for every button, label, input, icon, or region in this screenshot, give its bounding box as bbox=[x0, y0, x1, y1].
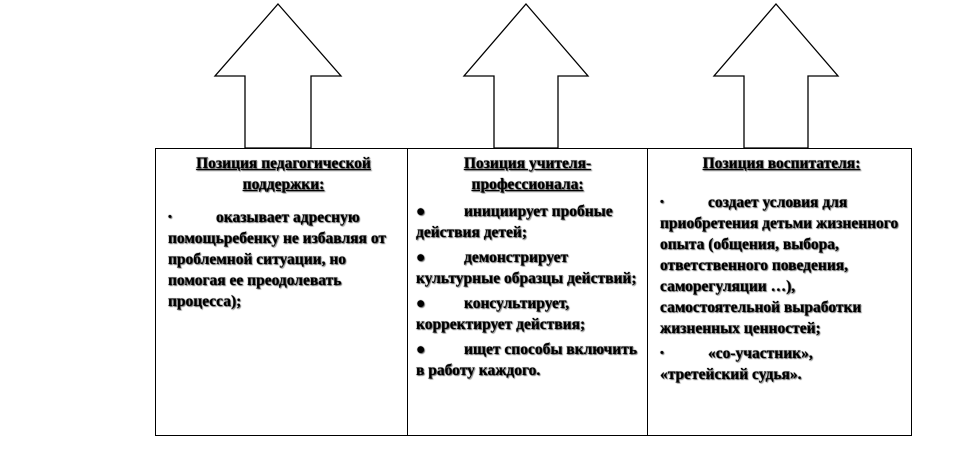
column-heading: Позиция учителя-профессионала: bbox=[463, 155, 592, 193]
item-text: консультирует, корректирует действия; bbox=[416, 295, 586, 333]
column-heading: Позиция педагогической поддержки: bbox=[196, 155, 371, 193]
bullet-icon: ● bbox=[416, 295, 426, 312]
item-text: ищет способы включить в работу каждого. bbox=[416, 341, 638, 379]
positions-table: Позиция педагогической поддержки: •оказы… bbox=[155, 148, 912, 436]
list-item: •«со-участник», «третейский судья». bbox=[660, 343, 903, 385]
list-item: •создает условия для приобретения детьми… bbox=[660, 192, 903, 339]
item-text: демонстрирует культурные образцы действи… bbox=[416, 249, 637, 287]
item-text: создает условия для приобретения детьми … bbox=[660, 194, 899, 337]
item-text: оказывает адресную помощьребенку не изба… bbox=[168, 209, 386, 310]
list-item: ●консультирует, корректирует действия; bbox=[416, 293, 639, 335]
bullet-icon: • bbox=[660, 347, 664, 359]
up-arrow-1 bbox=[213, 3, 343, 149]
bullet-icon: ● bbox=[416, 203, 426, 220]
up-arrow-2 bbox=[462, 3, 590, 149]
bullet-icon: ● bbox=[416, 341, 426, 358]
list-item: ●инициирует пробные действия детей; bbox=[416, 201, 639, 243]
column-heading: Позиция воспитателя: bbox=[702, 155, 861, 172]
list-item: •оказывает адресную помощьребенку не изб… bbox=[168, 207, 399, 312]
item-text: инициирует пробные действия детей; bbox=[416, 203, 613, 241]
list-item: ●ищет способы включить в работу каждого. bbox=[416, 339, 639, 381]
item-text: «со-участник», «третейский судья». bbox=[660, 345, 813, 383]
bullet-icon: ● bbox=[416, 249, 426, 266]
list-item: ●демонстрирует культурные образцы действ… bbox=[416, 247, 639, 289]
column-pedagogical-support: Позиция педагогической поддержки: •оказы… bbox=[156, 149, 408, 435]
up-arrow-3 bbox=[712, 3, 840, 149]
bullet-icon: • bbox=[660, 196, 664, 208]
bullet-icon: • bbox=[168, 211, 172, 223]
column-teacher-professional: Позиция учителя-профессионала: ●иницииру… bbox=[408, 149, 648, 435]
column-educator: Позиция воспитателя: •создает условия дл… bbox=[648, 149, 911, 435]
